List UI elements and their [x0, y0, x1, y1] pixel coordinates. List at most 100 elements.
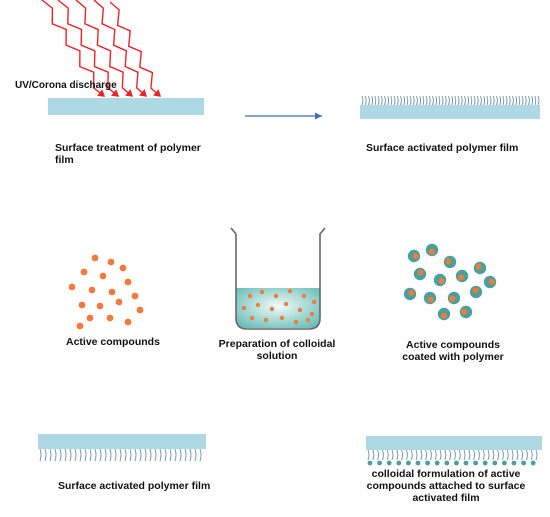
- polymer-chain: [169, 448, 172, 462]
- polymer-chain: [524, 95, 527, 106]
- attached-colloid: [444, 460, 450, 466]
- attached-colloid: [521, 460, 526, 466]
- polymer-chain: [535, 449, 538, 461]
- beaker-particle: [311, 299, 317, 305]
- uv-ray: [109, 1, 162, 97]
- active-particle: [106, 314, 114, 322]
- active-particle: [124, 278, 132, 286]
- uv-source-label: UV/Corona discharge: [15, 80, 117, 91]
- polymer-chain: [439, 449, 442, 461]
- polymer-chain: [367, 449, 370, 461]
- polymer-chain: [497, 449, 500, 461]
- polymer-chain: [479, 95, 482, 106]
- coated-compounds: [403, 243, 497, 321]
- polymer-chain: [399, 95, 402, 106]
- polymer-chain: [84, 448, 87, 462]
- active-particle: [78, 301, 86, 309]
- polymer-chain: [104, 448, 107, 462]
- polymer-chain: [415, 449, 418, 461]
- polymer-chain: [495, 95, 498, 106]
- polymer-film-untreated: [48, 98, 204, 115]
- active-particle: [107, 258, 115, 266]
- uv-ray: [93, 0, 148, 97]
- beaker-particle: [305, 317, 311, 323]
- polymer-chain: [74, 448, 77, 462]
- polymer-chain: [396, 449, 399, 461]
- attached-colloid: [502, 460, 507, 466]
- polymer-chain: [199, 448, 202, 462]
- polymer-chain: [89, 448, 92, 462]
- polymer-chain: [390, 95, 393, 106]
- polymer-chain: [429, 449, 432, 461]
- beaker-particle: [287, 288, 293, 294]
- coated-particle-core: [408, 289, 415, 296]
- activated-film-bottom: [38, 434, 206, 462]
- coated-particle-core: [449, 295, 456, 302]
- polymer-chain: [144, 448, 147, 462]
- coated-particle-core: [475, 263, 482, 270]
- active-particle: [76, 322, 84, 330]
- active-particle: [88, 286, 96, 294]
- active-particle: [80, 268, 88, 276]
- polymer-chain: [502, 95, 505, 106]
- beaker-particle: [259, 289, 265, 295]
- coated-particle-core: [488, 278, 495, 285]
- polymer-chain: [531, 95, 534, 106]
- polymer-chain: [139, 448, 142, 462]
- beaker-particle: [247, 293, 253, 299]
- polymer-chain: [374, 95, 377, 106]
- polymer-chain: [119, 448, 122, 462]
- polymer-chain: [508, 95, 511, 106]
- polymer-chain: [164, 448, 167, 462]
- polymer-chain: [194, 448, 197, 462]
- coated-particle-core: [461, 308, 468, 315]
- active-compounds-particles: [68, 254, 144, 330]
- polymer-chain: [506, 449, 509, 461]
- final-label: colloidal formulation of active compound…: [366, 468, 526, 504]
- attached-colloid: [415, 460, 421, 466]
- beaker-particle: [279, 315, 285, 321]
- beaker-particle: [241, 305, 247, 311]
- polymer-chain: [410, 449, 413, 461]
- polymer-chain: [189, 448, 192, 462]
- polymer-chain: [109, 448, 112, 462]
- film-body: [366, 436, 542, 450]
- polymer-chain: [383, 95, 386, 106]
- polymer-chain: [412, 95, 415, 106]
- polymer-chain: [451, 95, 454, 106]
- polymer-chain: [391, 449, 394, 461]
- active-particle: [99, 272, 107, 280]
- active-particle: [91, 254, 99, 262]
- polymer-chain: [149, 448, 152, 462]
- polymer-chain: [518, 95, 521, 106]
- polymer-chain: [473, 449, 476, 461]
- colloidal-label: Preparation of colloidal solution: [218, 338, 336, 362]
- beaker-particles: [241, 288, 317, 325]
- step1-label: Surface treatment of polymer film: [55, 142, 201, 166]
- attached-colloid: [454, 460, 459, 466]
- polymer-chain: [537, 95, 540, 106]
- polymer-chain: [441, 95, 444, 106]
- active-particle: [124, 318, 132, 326]
- attached-colloid: [425, 460, 430, 466]
- attached-colloid: [434, 460, 440, 466]
- polymer-chain: [487, 449, 490, 461]
- polymer-chain: [435, 95, 438, 106]
- polymer-chain: [499, 95, 502, 106]
- coated-particle-core: [427, 296, 434, 303]
- polymer-chain: [447, 95, 450, 106]
- polymer-chain: [476, 95, 479, 106]
- beaker-liquid: [236, 288, 320, 328]
- coated-particle-core: [412, 253, 419, 259]
- polymer-chain: [380, 95, 383, 106]
- polymer-chain: [428, 95, 431, 106]
- polymer-chain: [492, 449, 495, 461]
- polymer-chain: [527, 95, 530, 106]
- beaker-particle: [249, 315, 255, 321]
- polymer-chain: [482, 449, 485, 461]
- activated-film-bottom-label: Surface activated polymer film: [58, 480, 211, 492]
- beaker: [230, 227, 326, 330]
- polymer-chain: [403, 95, 406, 106]
- coated-label: Active compounds coated with polymer: [402, 339, 504, 363]
- polymer-chain: [79, 448, 82, 462]
